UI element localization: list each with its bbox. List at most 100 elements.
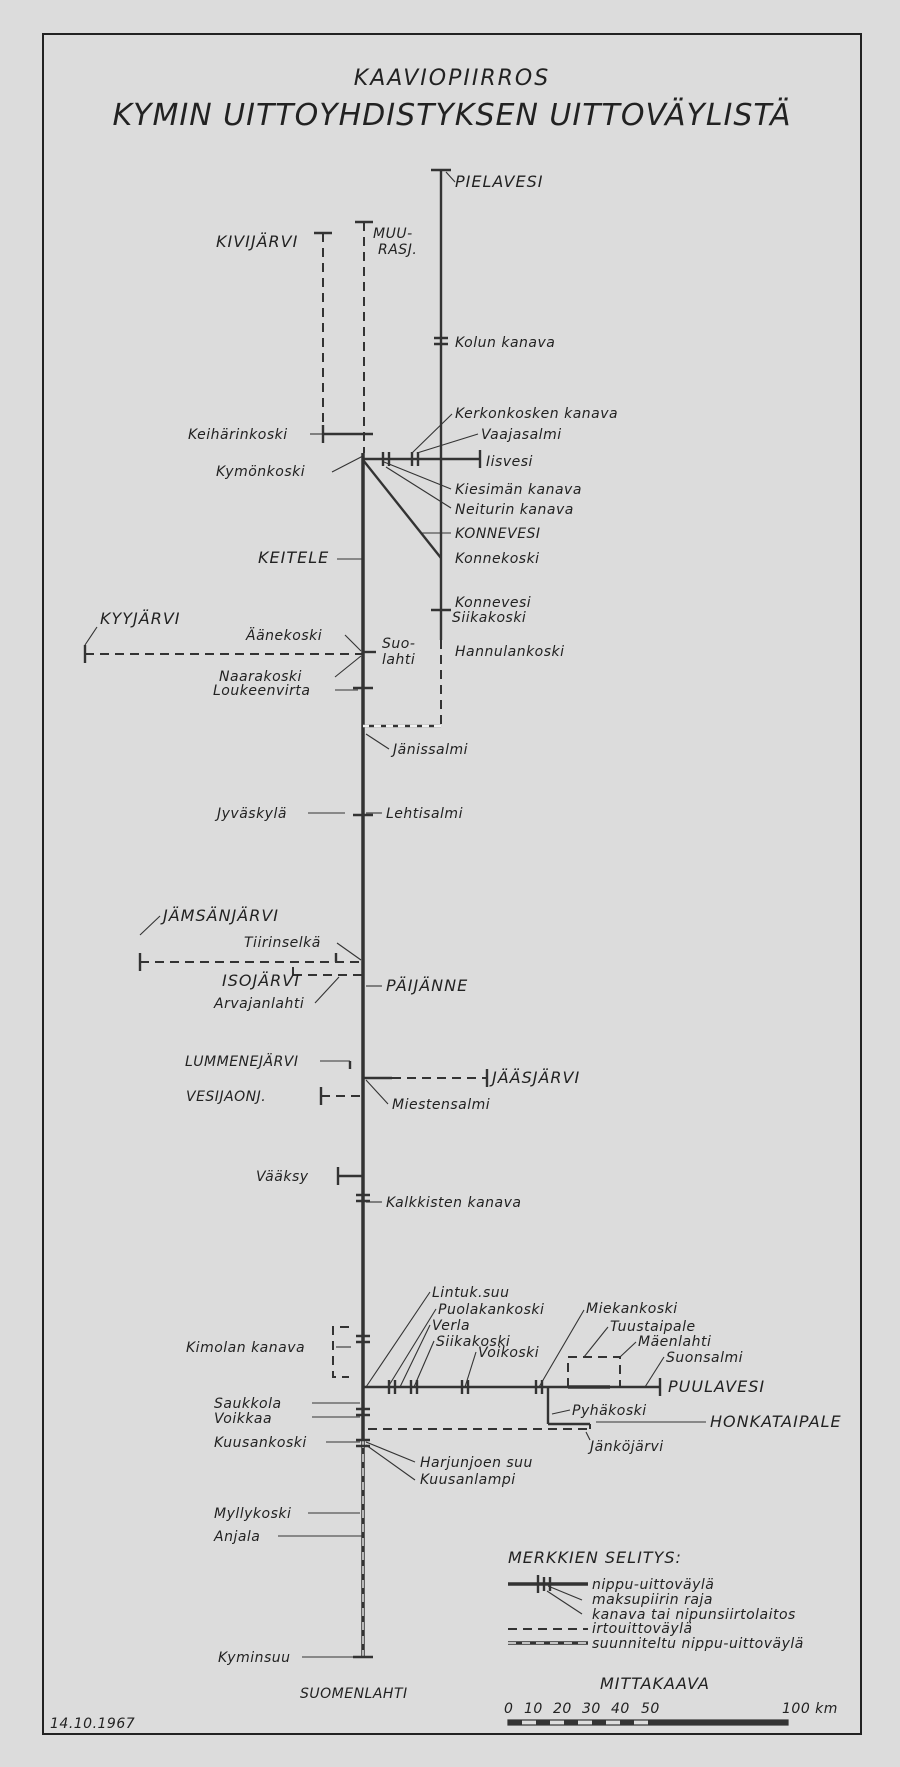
scale-bar: MITTAKAAVA 0 10 20 30 40 50 100 km <box>504 1674 838 1726</box>
scale-tick-0: 0 <box>504 1701 513 1717</box>
label-jaasjarvi: JÄÄSJÄRVI <box>489 1068 580 1087</box>
legend-item-planned: suunniteltu nippu-uittoväylä <box>592 1636 804 1652</box>
legend-item-boundary: maksupiirin raja <box>592 1592 713 1608</box>
legend-item-bundle: nippu-uittoväylä <box>592 1577 714 1593</box>
label-vesijaonj: VESIJAONJ. <box>186 1089 266 1105</box>
scale-end-label: 100 km <box>782 1701 838 1717</box>
kimolan-kanava-loop <box>332 1326 349 1378</box>
label-harjunjoen-suu: Harjunjoen suu <box>420 1455 533 1471</box>
label-arvajanlahti: Arvajanlahti <box>213 996 304 1012</box>
scale-title: MITTAKAAVA <box>600 1674 710 1693</box>
kimolan-mark <box>356 1334 370 1344</box>
title-line-2: KYMIN UITTOYHDISTYKSEN UITTOVÄYLISTÄ <box>112 98 792 133</box>
label-saukkola: Saukkola <box>214 1396 282 1412</box>
label-vaajasalmi: Vaajasalmi <box>481 427 562 443</box>
label-kivijarvi: KIVIJÄRVI <box>216 232 298 251</box>
label-pielavesi: PIELAVESI <box>455 172 543 191</box>
label-paijanne: PÄIJÄNNE <box>386 976 468 995</box>
scale-tick-30: 30 <box>582 1701 601 1717</box>
label-voikoski: Voikoski <box>478 1345 539 1361</box>
label-janissalmi: Jänissalmi <box>390 742 468 758</box>
label-jyvaskyla: Jyväskylä <box>214 806 287 822</box>
voikoski-mark <box>460 1380 470 1394</box>
label-kerkonkosken-kanava: Kerkonkosken kanava <box>455 406 618 422</box>
bundle-waterways <box>323 170 660 1440</box>
label-keiharinkoski: Keihärinkoski <box>188 427 288 443</box>
label-aanekoski: Äänekoski <box>245 626 322 644</box>
puolakankoski-mark <box>387 1380 397 1394</box>
legend: MERKKIEN SELITYS: nippu-uittoväylä maksu… <box>508 1548 804 1652</box>
label-lahti: lahti <box>382 652 415 668</box>
voikkaa-mark <box>356 1407 370 1417</box>
label-iisvesi: Iisvesi <box>486 454 533 470</box>
label-konnevesi: Konnevesi <box>455 595 531 611</box>
label-kyminsuu: Kyminsuu <box>218 1650 291 1666</box>
diagram-frame <box>42 33 862 1735</box>
kolun-kanava-mark <box>434 336 448 346</box>
label-siikakoski-s: Siikakoski <box>436 1334 510 1350</box>
label-suomenlahti: SUOMENLAHTI <box>300 1686 408 1702</box>
label-maenlahti: Mäenlahti <box>638 1334 711 1350</box>
label-kuusankoski: Kuusankoski <box>214 1435 307 1451</box>
siikakoski-s-mark <box>409 1380 419 1394</box>
kalkkisten-kanava-mark <box>356 1193 370 1203</box>
label-loukeenvirta: Loukeenvirta <box>213 683 310 699</box>
label-kiesiman-kanava: Kiesimän kanava <box>455 482 582 498</box>
label-kimolan-kanava: Kimolan kanava <box>186 1340 305 1356</box>
label-hannulankoski: Hannulankoski <box>455 644 565 660</box>
label-lummenejarvi: LUMMENEJÄRVI <box>185 1052 299 1070</box>
scale-tick-20: 20 <box>553 1701 572 1717</box>
planned-waterways <box>361 724 441 1657</box>
label-naarakoski: Naarakoski <box>219 669 302 685</box>
label-tiirinselka: Tiirinselkä <box>244 935 321 951</box>
label-vaaksy: Vääksy <box>256 1169 309 1185</box>
label-verla: Verla <box>432 1318 470 1334</box>
label-kolun-kanava: Kolun kanava <box>455 335 555 351</box>
legend-item-canal: kanava tai nipunsiirtolaitos <box>592 1607 796 1623</box>
label-siikakoski-n: Siikakoski <box>452 610 526 626</box>
label-lintuksuu: Lintuk.suu <box>432 1285 510 1301</box>
label-puulavesi: PUULAVESI <box>668 1377 765 1396</box>
label-rasj: RASJ. <box>378 242 417 258</box>
label-muu: MUU- <box>373 226 413 242</box>
label-konnekoski: Konnekoski <box>455 551 540 567</box>
label-kymonkoski: Kymönkoski <box>216 464 305 480</box>
loose-waterways <box>85 222 621 1430</box>
label-myllykoski: Myllykoski <box>214 1506 291 1522</box>
label-puolakankoski: Puolakankoski <box>438 1302 544 1318</box>
title-line-1: KAAVIOPIIRROS <box>353 66 551 91</box>
scale-tick-50: 50 <box>641 1701 660 1717</box>
label-lehtisalmi: Lehtisalmi <box>386 806 463 822</box>
legend-swatch-canal <box>542 1577 552 1591</box>
label-kuusanlampi: Kuusanlampi <box>420 1472 516 1488</box>
label-pyhakoski: Pyhäkoski <box>572 1403 647 1419</box>
label-keitele: KEITELE <box>258 548 329 567</box>
label-miestensalmi: Miestensalmi <box>392 1097 490 1113</box>
konnevesi-diagonal-route <box>362 459 442 559</box>
label-neiturin-kanava: Neiturin kanava <box>455 502 574 518</box>
leader-lines <box>84 171 706 1658</box>
legend-title: MERKKIEN SELITYS: <box>508 1548 682 1567</box>
label-anjala: Anjala <box>213 1529 260 1545</box>
label-suonsalmi: Suonsalmi <box>666 1350 743 1366</box>
label-jankojarvi: Jänköjärvi <box>587 1439 664 1455</box>
legend-item-loose: irtouittoväylä <box>592 1621 693 1637</box>
label-isojarvi: ISOJÄRVI <box>222 971 300 990</box>
drawing-date: 14.10.1967 <box>50 1716 135 1732</box>
label-voikkaa: Voikkaa <box>214 1411 272 1427</box>
label-suo: Suo- <box>382 636 415 652</box>
kerkonkoski-mark <box>410 452 420 466</box>
scale-tick-40: 40 <box>611 1701 630 1717</box>
label-honkataipale: HONKATAIPALE <box>710 1412 842 1431</box>
label-kyyjarvi: KYYJÄRVI <box>100 609 180 628</box>
label-miekankoski: Miekankoski <box>586 1301 678 1317</box>
label-konnevesi-upper: KONNEVESI <box>455 526 541 542</box>
label-tuustaipale: Tuustaipale <box>610 1319 696 1335</box>
tuustaipale-loop <box>567 1356 621 1387</box>
place-labels: PIELAVESI KIVIJÄRVI MUU- RASJ. Kolun kan… <box>100 172 842 1702</box>
label-jamsanjarvi: JÄMSÄNJÄRVI <box>160 906 279 925</box>
label-kalkkisten-kanava: Kalkkisten kanava <box>386 1195 521 1211</box>
scale-tick-10: 10 <box>524 1701 543 1717</box>
